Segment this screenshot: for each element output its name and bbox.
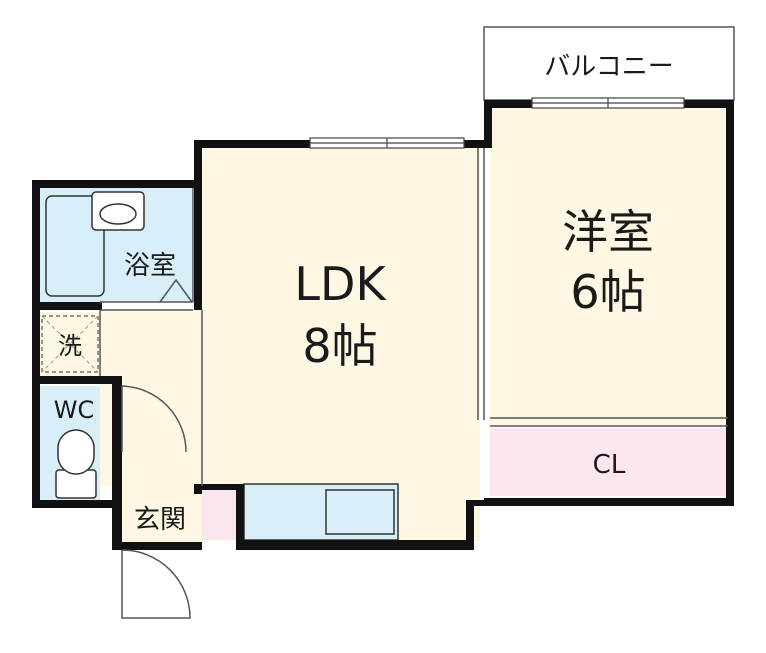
partitions [99, 148, 728, 486]
hall-door [121, 385, 187, 453]
entrance-label: 玄関 [134, 505, 186, 535]
balcony-label: バルコニー [544, 52, 673, 82]
washer-area [40, 312, 100, 376]
toilet-label: WC [54, 396, 95, 424]
washer-box [41, 315, 99, 373]
balcony-area [483, 26, 735, 101]
ldk-size: 8帖 [302, 319, 377, 373]
bathroom-label: 浴室 [124, 251, 176, 281]
closet-floor [490, 428, 728, 496]
western-room-name: 洋室 [562, 205, 654, 259]
entrance-step [202, 490, 240, 540]
bathtub [45, 195, 105, 297]
western-room-floor [490, 106, 728, 426]
entrance-door [121, 549, 191, 619]
washer-label: 洗 [58, 332, 82, 360]
ldk-floor [202, 147, 480, 541]
western-room-size: 6帖 [570, 265, 645, 319]
entrance-floor [120, 486, 202, 542]
windows [309, 97, 685, 149]
ldk-name: LDK [294, 257, 387, 311]
kitchen-sink [325, 489, 395, 535]
basin-bowl [99, 203, 137, 225]
closet-label: CL [593, 450, 626, 480]
bathroom-door [159, 278, 193, 303]
toilet-fixture [55, 429, 97, 499]
